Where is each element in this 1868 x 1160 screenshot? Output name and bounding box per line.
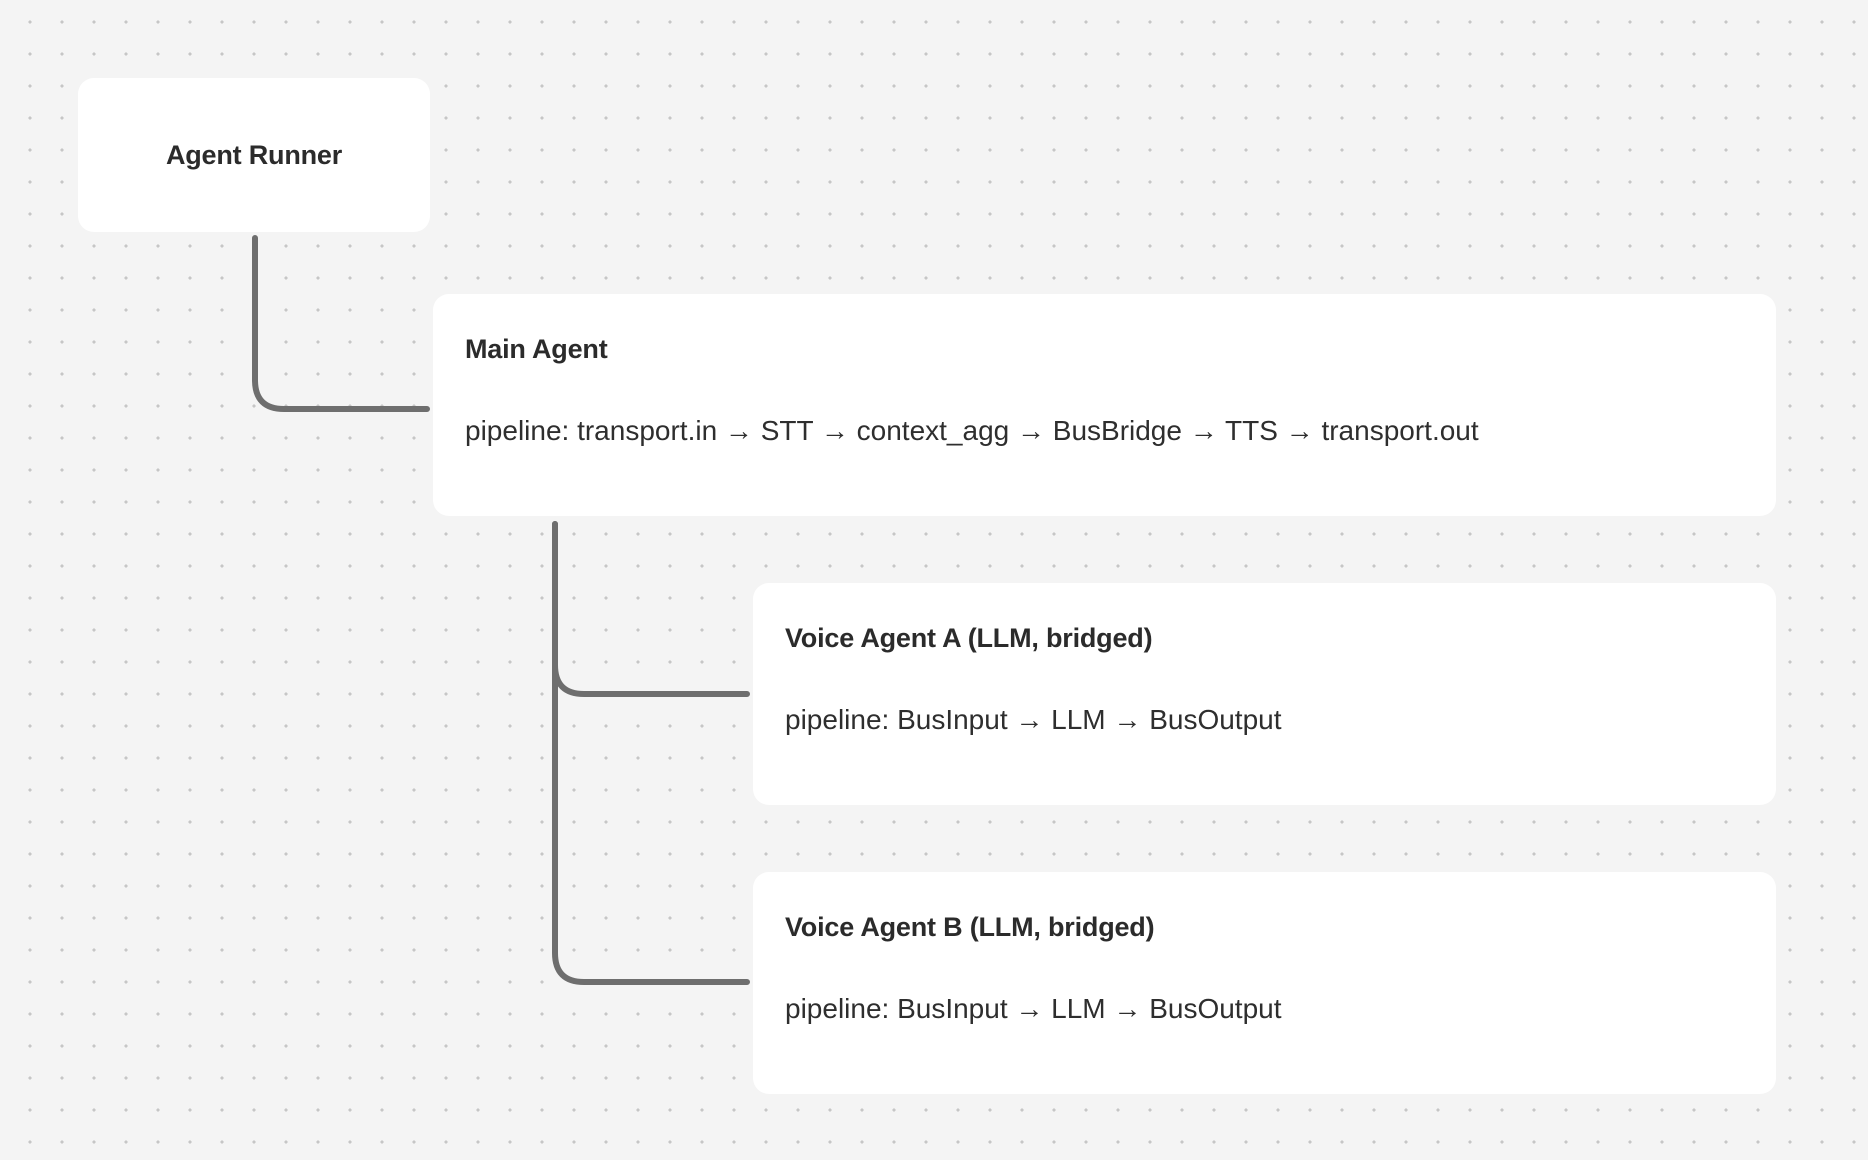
node-main-agent[interactable]: Main Agent pipeline: transport.in → STT … <box>433 294 1776 516</box>
edge-runner-to-main-agent <box>252 235 430 412</box>
edge-main-agent-to-voice-agent-a <box>552 521 750 697</box>
edge-main-agent-to-voice-agent-b <box>552 521 750 985</box>
node-main-agent-pipeline: pipeline: transport.in → STT → context_a… <box>465 415 1479 446</box>
node-voice-agent-a-pipeline: pipeline: BusInput → LLM → BusOutput <box>785 704 1282 735</box>
node-voice-agent-b-pipeline: pipeline: BusInput → LLM → BusOutput <box>785 993 1282 1024</box>
node-voice-agent-a[interactable]: Voice Agent A (LLM, bridged) pipeline: B… <box>753 583 1776 805</box>
node-voice-agent-a-title: Voice Agent A (LLM, bridged) <box>785 623 1153 653</box>
node-voice-agent-b[interactable]: Voice Agent B (LLM, bridged) pipeline: B… <box>753 872 1776 1094</box>
node-agent-runner-title: Agent Runner <box>165 139 343 170</box>
node-voice-agent-b-title: Voice Agent B (LLM, bridged) <box>785 912 1155 942</box>
node-agent-runner[interactable]: Agent Runner <box>78 78 430 232</box>
node-main-agent-title: Main Agent <box>465 334 608 364</box>
